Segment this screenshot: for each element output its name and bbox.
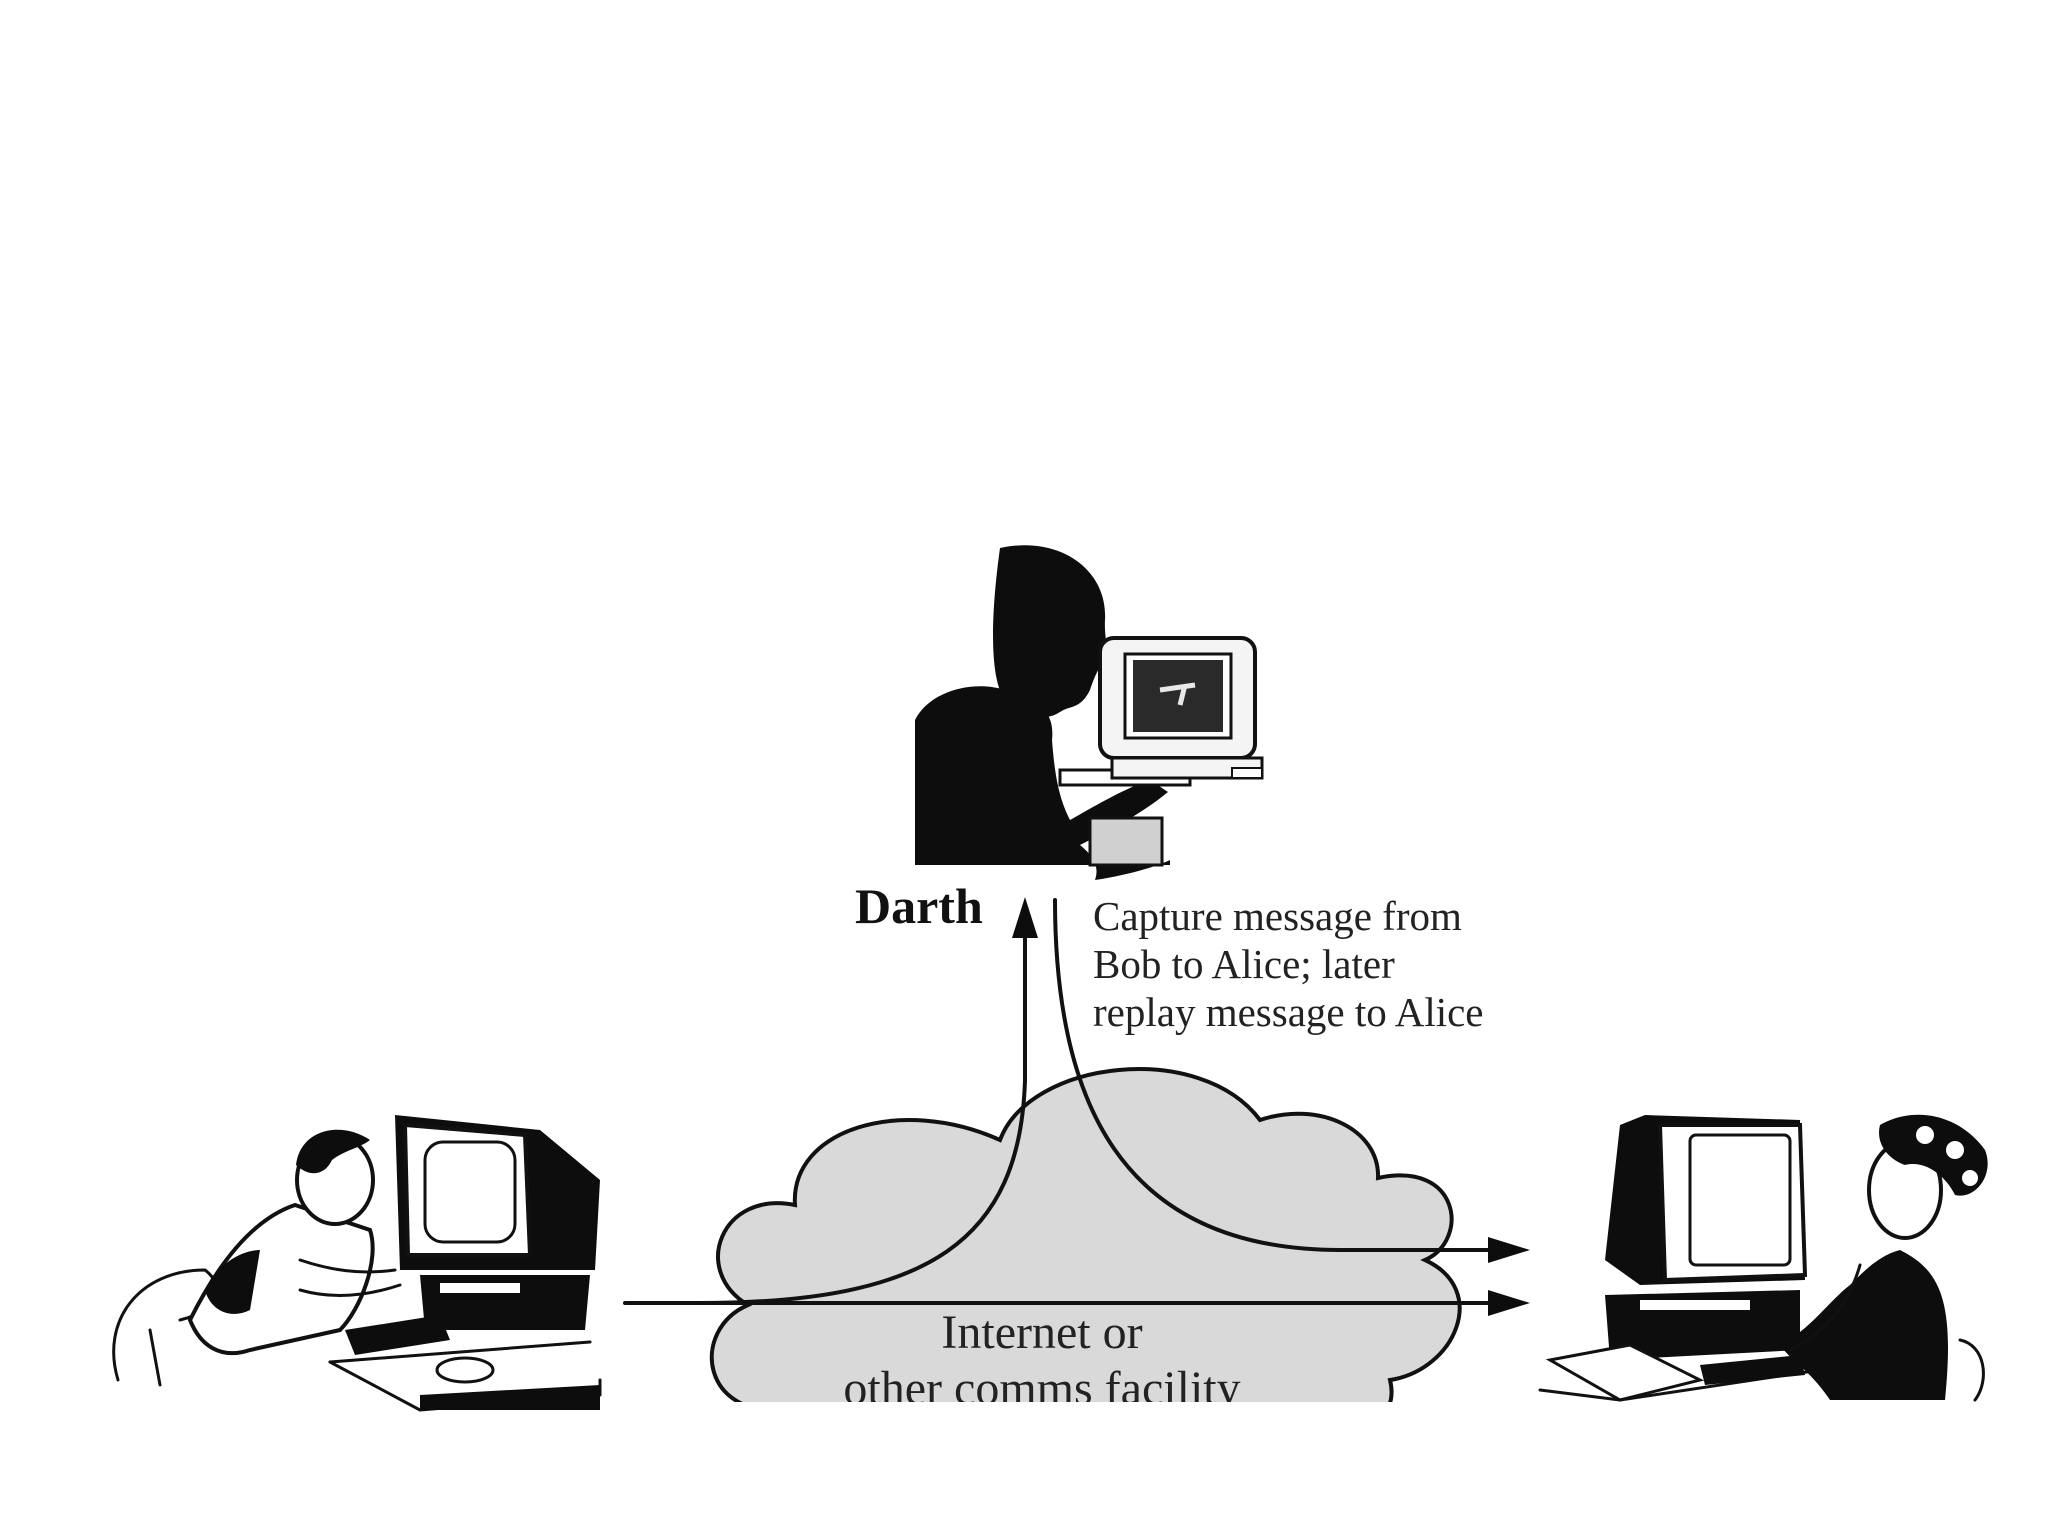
attack-note-line: replay message to Alice — [1093, 989, 1484, 1035]
capture-path — [698, 933, 1027, 1305]
darth-silhouette-at-computer-icon — [915, 545, 1264, 880]
network-label-line: other comms facility — [843, 1362, 1240, 1415]
replay-arrowhead-icon — [1488, 1237, 1530, 1263]
bob-at-computer-icon — [112, 1115, 602, 1412]
attack-note-line: Bob to Alice; later — [1093, 941, 1395, 987]
message-paths — [623, 897, 1530, 1316]
attack-note-line: Capture message from — [1093, 893, 1462, 939]
alice-at-computer-icon — [1538, 1114, 1988, 1402]
attacker-label: Darth — [855, 878, 983, 934]
network-label-line: Internet or — [941, 1306, 1142, 1359]
darth-arrowhead-icon — [1012, 897, 1038, 938]
replay-path — [1053, 898, 1492, 1252]
network-label: Internet or other comms facility — [843, 1306, 1240, 1415]
network-cloud-icon — [709, 1067, 1462, 1402]
attack-note: Capture message from Bob to Alice; later… — [1093, 893, 1484, 1035]
alice-arrowhead-icon — [1488, 1290, 1530, 1316]
